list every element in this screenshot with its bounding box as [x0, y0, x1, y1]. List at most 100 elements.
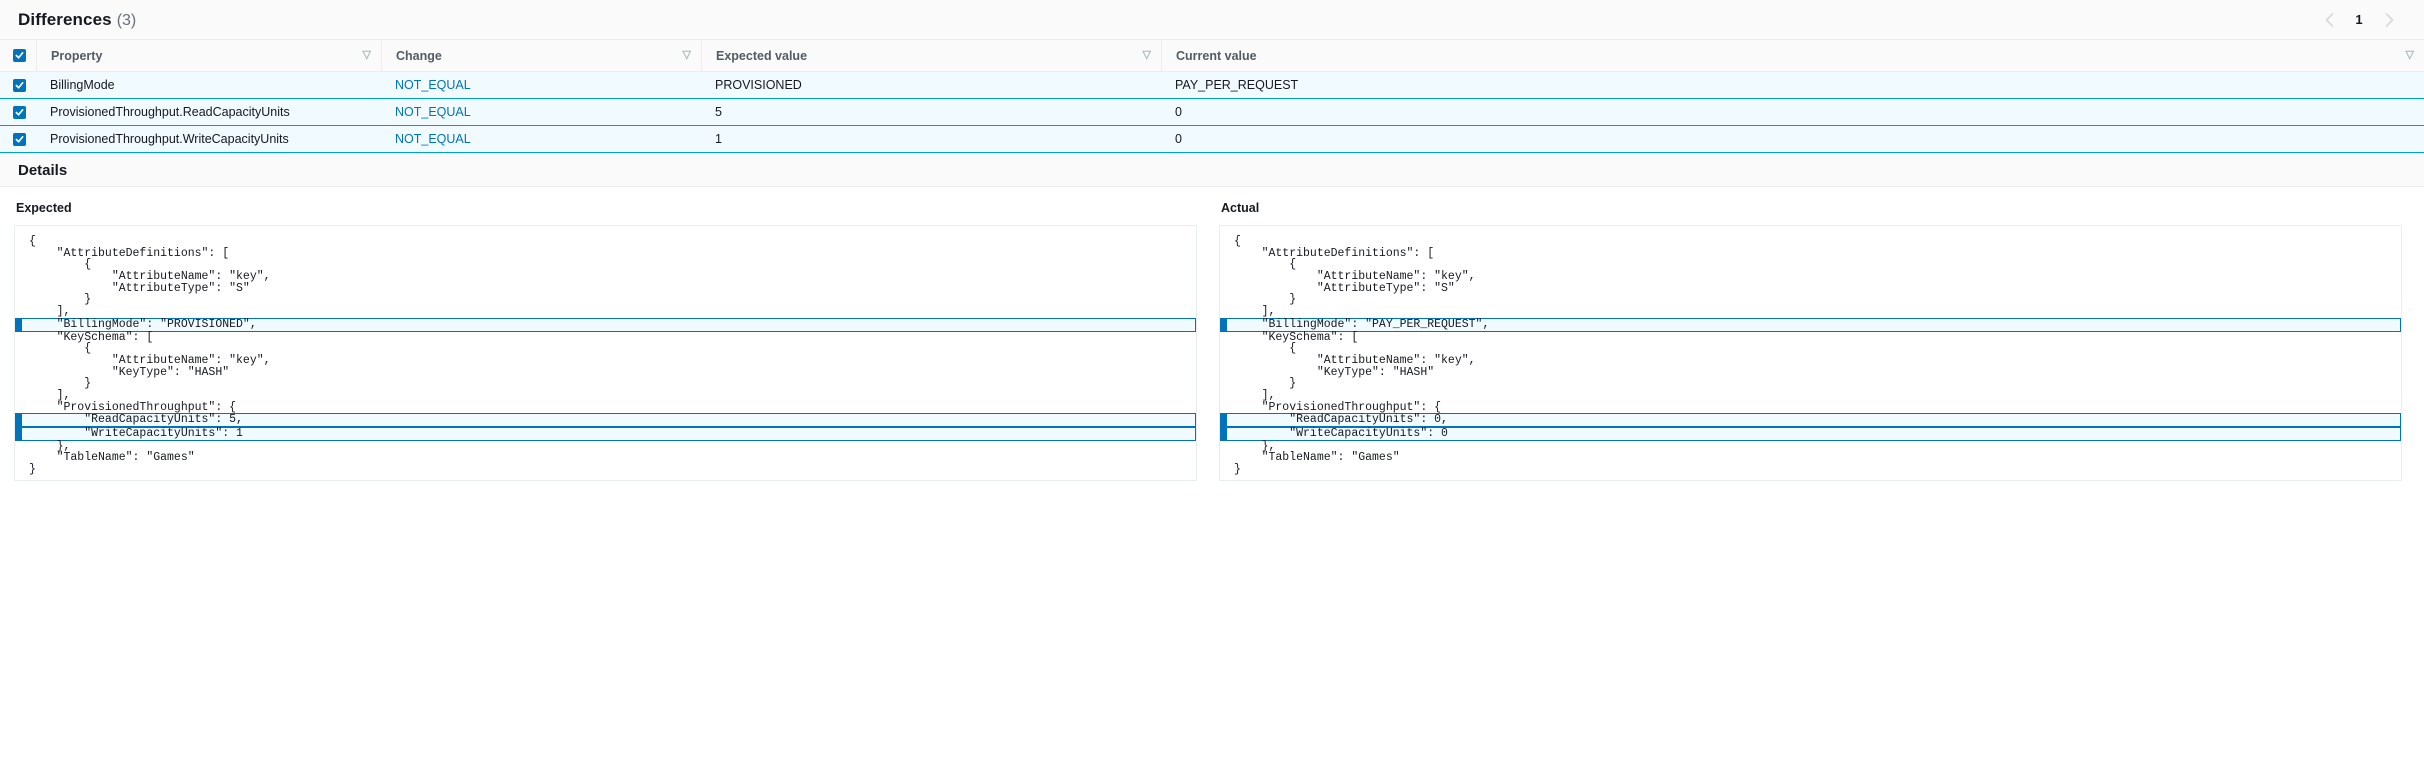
- select-all-checkbox[interactable]: [13, 49, 26, 62]
- pagination-page-number[interactable]: 1: [2355, 12, 2363, 27]
- actual-line: }: [1234, 463, 1241, 477]
- actual-line: }: [1234, 377, 1297, 391]
- cell-change: NOT_EQUAL: [381, 71, 701, 99]
- cell-change-text: NOT_EQUAL: [395, 105, 471, 119]
- cell-property: ProvisionedThroughput.WriteCapacityUnits: [36, 125, 381, 153]
- differences-header: Differences(3) 1: [0, 0, 2424, 40]
- expected-line: {: [29, 342, 92, 356]
- actual-panel: Actual { "AttributeDefinitions": [ { "At…: [1219, 201, 2402, 481]
- cell-expected-value: 5: [701, 98, 1161, 126]
- cell-property: BillingMode: [36, 71, 381, 99]
- actual-label: Actual: [1221, 201, 1260, 215]
- table-header-row: Property ▽ Change ▽ Expected value ▽: [0, 40, 2424, 72]
- page-title-text: Differences: [18, 9, 112, 29]
- cell-expected-value: PROVISIONED: [701, 71, 1161, 99]
- details-body: Expected { "AttributeDefinitions": [ { "…: [0, 187, 2424, 481]
- table-row[interactable]: ProvisionedThroughput.WriteCapacityUnits…: [0, 125, 2424, 153]
- actual-line: "AttributeType": "S": [1234, 281, 1455, 295]
- expected-line: }: [29, 377, 92, 391]
- actual-line: ],: [1234, 305, 1276, 319]
- column-header-expected-value[interactable]: Expected value ▽: [701, 40, 1161, 72]
- chevron-right-icon[interactable]: [2376, 7, 2402, 33]
- table-row[interactable]: BillingMode NOT_EQUAL PROVISIONED PAY_PE…: [0, 71, 2424, 99]
- cell-current-value-text: PAY_PER_REQUEST: [1175, 78, 1299, 92]
- expected-line: ],: [29, 388, 71, 402]
- row-select-cell[interactable]: [0, 98, 36, 126]
- expected-line: "KeySchema": [: [29, 330, 154, 344]
- page-title-count: (3): [116, 11, 137, 29]
- expected-line: "AttributeDefinitions": [: [29, 246, 230, 260]
- actual-line: {: [1234, 258, 1297, 272]
- actual-line: "TableName": "Games": [1234, 451, 1400, 465]
- sort-icon[interactable]: ▽: [2405, 49, 2414, 61]
- actual-line: },: [1234, 439, 1276, 453]
- expected-line: ],: [29, 305, 71, 319]
- select-all-header: [0, 40, 36, 72]
- expected-highlighted-line: "WriteCapacityUnits": 1: [15, 427, 1196, 441]
- details-header: Details: [0, 153, 2424, 187]
- cell-change-text: NOT_EQUAL: [395, 132, 471, 146]
- actual-code-block[interactable]: { "AttributeDefinitions": [ { "Attribute…: [1219, 225, 2402, 481]
- expected-line: }: [29, 463, 36, 477]
- cell-expected-value-text: PROVISIONED: [715, 78, 802, 92]
- cell-expected-value-text: 5: [715, 105, 722, 119]
- actual-line: {: [1234, 342, 1297, 356]
- chevron-left-icon[interactable]: [2316, 7, 2342, 33]
- expected-label: Expected: [16, 201, 72, 215]
- cell-expected-value-text: 1: [715, 132, 722, 146]
- expected-line: "KeyType": "HASH": [29, 365, 230, 379]
- cell-current-value: 0: [1161, 125, 2424, 153]
- row-checkbox[interactable]: [13, 132, 26, 146]
- expected-code-block[interactable]: { "AttributeDefinitions": [ { "Attribute…: [14, 225, 1197, 481]
- column-header-current-value-label: Current value: [1176, 48, 1257, 63]
- expected-line: "AttributeName": "key",: [29, 353, 271, 367]
- column-header-current-value[interactable]: Current value ▽: [1161, 40, 2424, 72]
- expected-line: {: [29, 258, 92, 272]
- cell-property-text: BillingMode: [50, 78, 115, 92]
- expected-highlighted-line: "BillingMode": "PROVISIONED",: [15, 317, 1196, 332]
- row-checkbox[interactable]: [13, 78, 26, 92]
- row-select-cell[interactable]: [0, 125, 36, 153]
- actual-line: "KeySchema": [: [1234, 330, 1359, 344]
- cell-current-value-text: 0: [1175, 132, 1182, 146]
- actual-line: "AttributeName": "key",: [1234, 270, 1476, 284]
- actual-line: }: [1234, 293, 1297, 307]
- sort-icon[interactable]: ▽: [1142, 49, 1151, 61]
- column-header-change[interactable]: Change ▽: [381, 40, 701, 72]
- actual-highlighted-line: "BillingMode": "PAY_PER_REQUEST",: [1220, 317, 2401, 332]
- row-select-cell[interactable]: [0, 71, 36, 99]
- expected-line: "TableName": "Games": [29, 451, 195, 465]
- expected-highlighted-line: "ReadCapacityUnits": 5,: [15, 413, 1196, 427]
- cell-property-text: ProvisionedThroughput.ReadCapacityUnits: [50, 105, 290, 119]
- sort-icon[interactable]: ▽: [362, 49, 371, 61]
- expected-line: {: [29, 235, 36, 248]
- actual-line: "ProvisionedThroughput": {: [1234, 400, 1442, 414]
- expected-line: }: [29, 293, 92, 307]
- page-title: Differences(3): [18, 10, 136, 30]
- pagination[interactable]: 1: [2316, 7, 2402, 33]
- actual-line: "AttributeDefinitions": [: [1234, 246, 1435, 260]
- cell-expected-value: 1: [701, 125, 1161, 153]
- column-header-expected-value-label: Expected value: [716, 48, 808, 63]
- cell-property-text: ProvisionedThroughput.WriteCapacityUnits: [50, 132, 289, 146]
- cell-change: NOT_EQUAL: [381, 125, 701, 153]
- table-row[interactable]: ProvisionedThroughput.ReadCapacityUnits …: [0, 98, 2424, 126]
- differences-table: Property ▽ Change ▽ Expected value ▽: [0, 40, 2424, 153]
- actual-line: {: [1234, 235, 1241, 248]
- expected-line: "AttributeType": "S": [29, 281, 250, 295]
- column-header-property-label: Property: [51, 48, 103, 63]
- column-header-change-label: Change: [396, 48, 442, 63]
- expected-line: },: [29, 439, 71, 453]
- cell-current-value: 0: [1161, 98, 2424, 126]
- actual-highlighted-line: "ReadCapacityUnits": 0,: [1220, 413, 2401, 427]
- cell-change: NOT_EQUAL: [381, 98, 701, 126]
- column-header-property[interactable]: Property ▽: [36, 40, 381, 72]
- row-checkbox[interactable]: [13, 105, 26, 119]
- expected-line: "AttributeName": "key",: [29, 270, 271, 284]
- cell-property: ProvisionedThroughput.ReadCapacityUnits: [36, 98, 381, 126]
- actual-line: ],: [1234, 388, 1276, 402]
- sort-icon[interactable]: ▽: [682, 49, 691, 61]
- cell-current-value: PAY_PER_REQUEST: [1161, 71, 2424, 99]
- expected-line: "ProvisionedThroughput": {: [29, 400, 237, 414]
